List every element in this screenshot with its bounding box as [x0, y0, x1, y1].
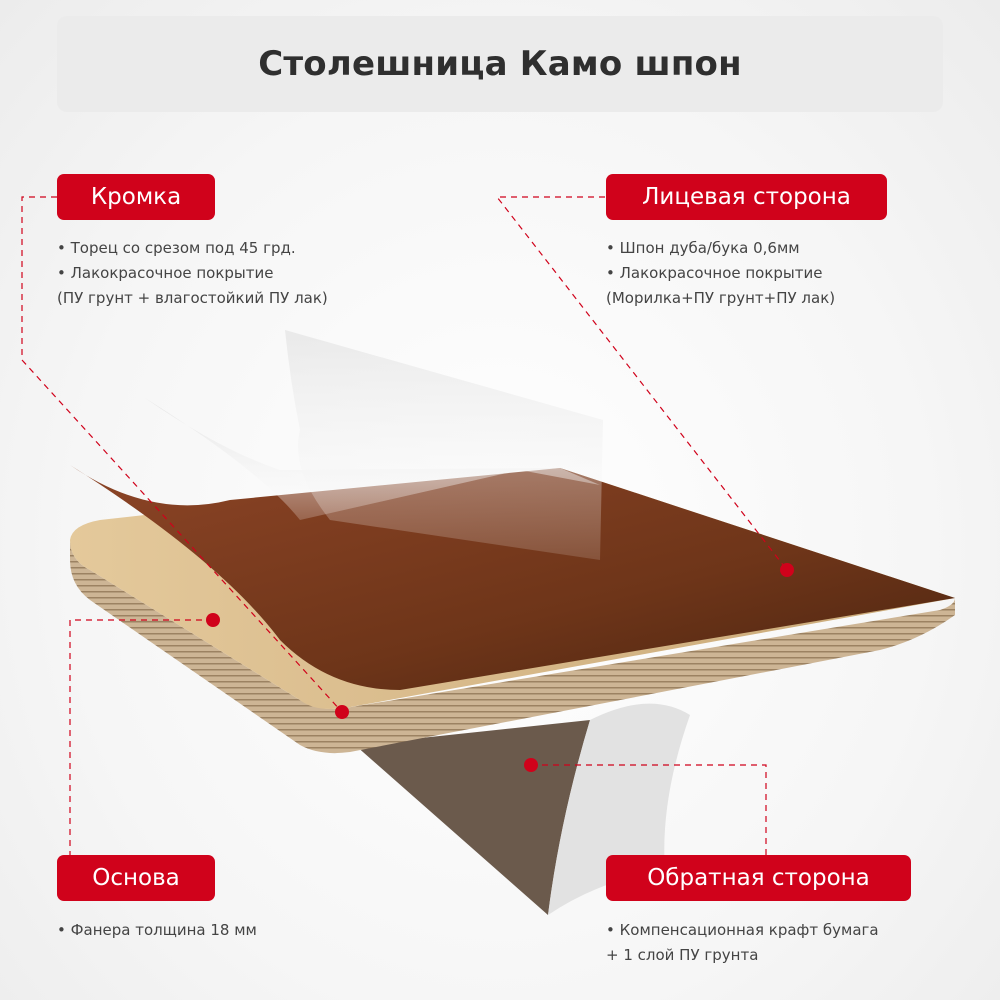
face-marker-dot	[780, 563, 794, 577]
base-line: • Фанера толщина 18 мм	[57, 921, 257, 939]
lacquer-film-2	[285, 330, 603, 560]
base-description: • Фанера толщина 18 мм	[57, 918, 257, 943]
veneer-layer	[70, 465, 955, 690]
face-label-tag: Лицевая сторона	[606, 174, 887, 220]
back-marker-dot	[524, 758, 538, 772]
face-line: • Шпон дуба/бука 0,6мм	[606, 239, 800, 257]
edge-label-tag: Кромка	[57, 174, 215, 220]
base-label-title: Основа	[92, 865, 180, 891]
plywood-edge	[70, 540, 955, 754]
face-label-title: Лицевая сторона	[642, 184, 851, 210]
face-line: (Морилка+ПУ грунт+ПУ лак)	[606, 289, 836, 307]
edge-description: • Торец со срезом под 45 грд. • Лакокрас…	[57, 236, 328, 311]
back-label-tag: Обратная сторона	[606, 855, 911, 901]
back-line: • Компенсационная крафт бумага	[606, 921, 879, 939]
face-leader-line	[495, 196, 788, 571]
edge-label-title: Кромка	[90, 184, 182, 210]
edge-line: • Лакокрасочное покрытие	[57, 264, 274, 282]
face-line: • Лакокрасочное покрытие	[606, 264, 823, 282]
title-banner: Столешница Камо шпон	[57, 16, 943, 112]
edge-marker-dot	[335, 705, 349, 719]
base-leader-line	[69, 619, 213, 855]
edge-line: (ПУ грунт + влагостойкий ПУ лак)	[57, 289, 328, 307]
edge-line: • Торец со срезом под 45 грд.	[57, 239, 296, 257]
face-description: • Шпон дуба/бука 0,6мм • Лакокрасочное п…	[606, 236, 835, 311]
back-leader-line	[531, 764, 767, 855]
back-description: • Компенсационная крафт бумага + 1 слой …	[606, 918, 879, 968]
base-label-tag: Основа	[57, 855, 215, 901]
back-line: + 1 слой ПУ грунта	[606, 946, 759, 964]
leader-lines	[21, 196, 788, 855]
back-label-title: Обратная сторона	[647, 865, 870, 891]
base-marker-dot	[206, 613, 220, 627]
page-title: Столешница Камо шпон	[258, 44, 742, 84]
